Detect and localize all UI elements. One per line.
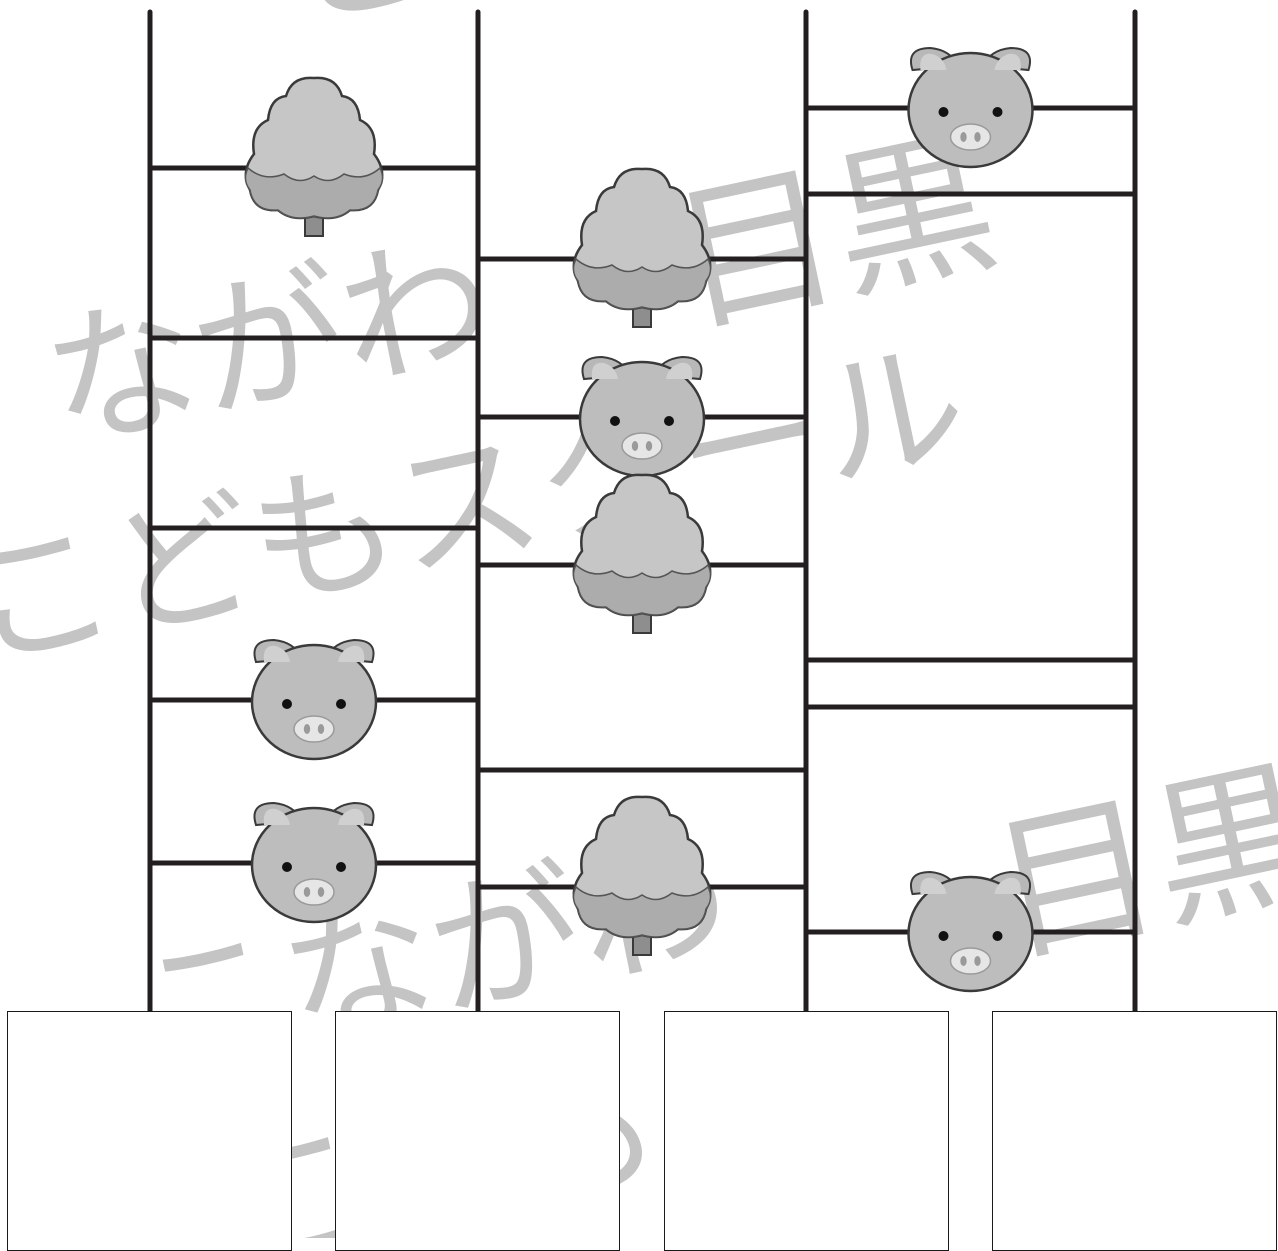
answer-box-2[interactable] — [335, 1011, 620, 1251]
pig-icon — [252, 803, 376, 922]
answer-box-4[interactable] — [992, 1011, 1277, 1251]
pig-icon — [252, 640, 376, 759]
watermark-text: こ — [271, 0, 454, 55]
answer-box-3[interactable] — [664, 1011, 949, 1251]
pig-icon — [909, 872, 1033, 991]
answer-box-1[interactable] — [7, 1011, 292, 1251]
pig-icon — [580, 357, 704, 476]
tree-icon — [245, 78, 382, 236]
pig-icon — [909, 48, 1033, 167]
